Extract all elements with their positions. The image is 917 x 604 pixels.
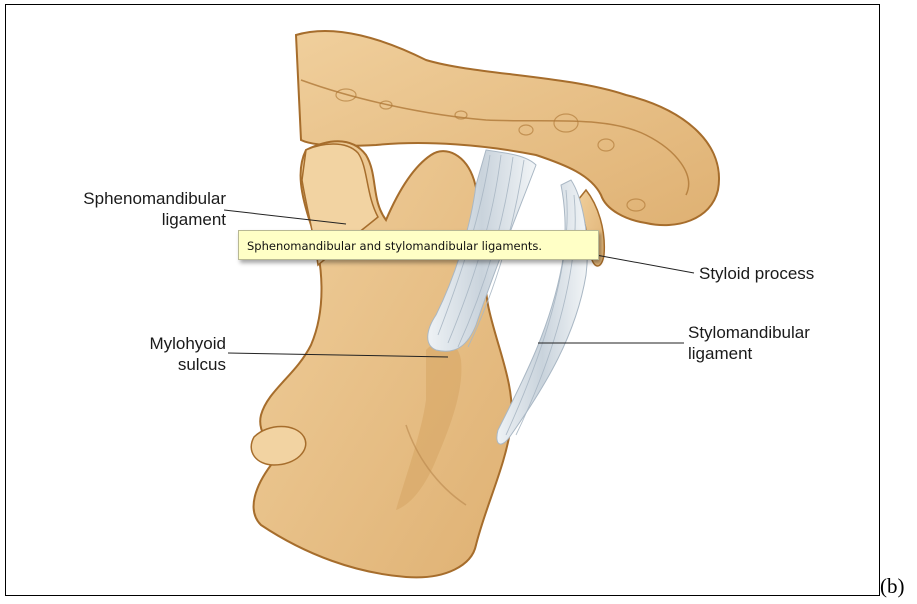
tooltip: Sphenomandibular and stylomandibular lig…: [238, 230, 599, 260]
label-line: ligament: [688, 343, 810, 364]
label-mylohyoid-sulcus: Mylohyoid sulcus: [106, 333, 226, 375]
label-line: Stylomandibular: [688, 322, 810, 343]
label-line: ligament: [34, 209, 226, 230]
figure-frame: Sphenomandibular ligament Styloid proces…: [5, 4, 880, 596]
jaw-anatomy-illustration: [6, 5, 879, 595]
label-stylomandibular-ligament: Stylomandibular ligament: [688, 322, 810, 364]
label-sphenomandibular-ligament: Sphenomandibular ligament: [34, 188, 226, 230]
panel-label: (b): [880, 574, 905, 599]
label-line: Mylohyoid: [106, 333, 226, 354]
label-line: sulcus: [106, 354, 226, 375]
label-styloid-process: Styloid process: [699, 263, 814, 284]
label-line: Sphenomandibular: [34, 188, 226, 209]
